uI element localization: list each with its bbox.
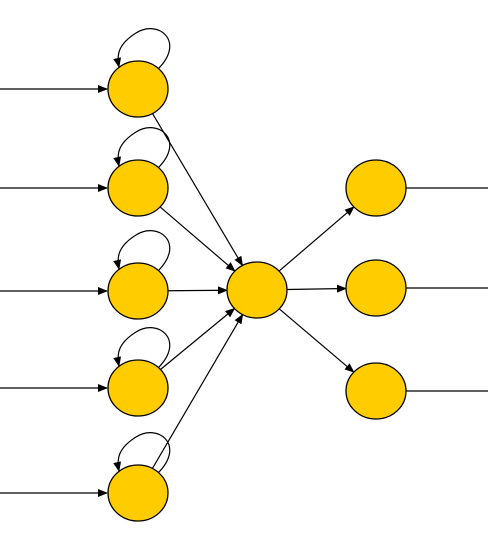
node-input-2 <box>107 159 169 217</box>
edge-input-4-to-hidden-1 <box>160 307 236 370</box>
node-hidden-1 <box>226 261 288 319</box>
edge-hidden-1-to-output-2 <box>286 284 348 293</box>
node-input-4 <box>107 359 169 417</box>
node-output-3 <box>345 362 407 420</box>
nodes-layer <box>107 60 407 522</box>
edges-layer <box>0 28 488 497</box>
self-loop-input-1 <box>113 28 171 70</box>
node-input-5 <box>107 464 169 522</box>
node-input-1 <box>107 60 169 118</box>
node-output-1 <box>345 159 407 217</box>
node-output-2 <box>345 259 407 317</box>
edge-input-1-to-hidden-1 <box>151 113 244 267</box>
edge-hidden-1-to-output-1 <box>278 206 355 272</box>
self-loop-input-5 <box>113 432 171 474</box>
self-loop-input-3 <box>113 230 171 272</box>
edge-input-2-to-hidden-1 <box>159 206 236 272</box>
self-loop-input-2 <box>113 127 171 169</box>
node-input-3 <box>107 262 169 320</box>
edge-input-5-to-hidden-1 <box>151 313 244 469</box>
edge-hidden-1-to-output-3 <box>278 308 355 373</box>
self-loop-input-4 <box>113 327 171 369</box>
